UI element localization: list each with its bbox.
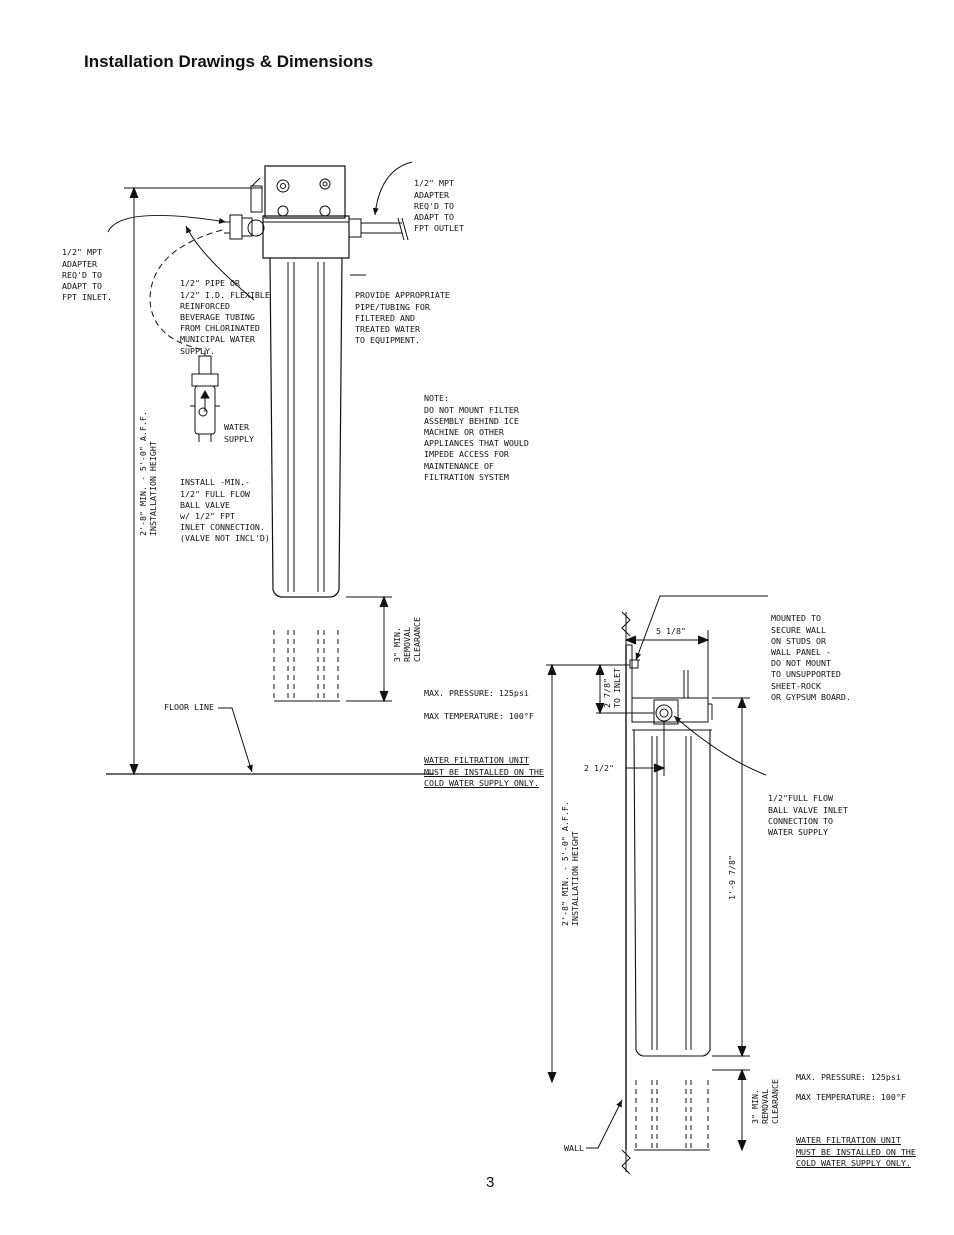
max-pressure-label: MAX. PRESSURE: 125psi	[424, 688, 529, 698]
floor-line-label: FLOOR LINE	[164, 702, 214, 712]
page-title: Installation Drawings & Dimensions	[84, 52, 374, 71]
wall-label: WALL	[564, 1143, 584, 1153]
dimension-2-1-2: 2 1/2"	[584, 763, 614, 773]
max-pressure-label-2: MAX. PRESSURE: 125psi	[796, 1072, 901, 1082]
dimension-1-9-7-8: 1'-9 7/8"	[727, 855, 737, 900]
drawing-2-side-view	[546, 596, 768, 1174]
installation-height-label: 2'-8" MIN. - 5'-0" A.F.F.INSTALLATION HE…	[138, 411, 158, 536]
page-number: 3	[486, 1174, 495, 1191]
max-temperature-label: MAX TEMPERATURE: 100°F	[424, 711, 534, 721]
dimension-5-1-8: 5 1/8"	[656, 626, 686, 636]
max-temperature-label-2: MAX TEMPERATURE: 100°F	[796, 1092, 906, 1102]
installation-height-label-2: 2'-8" MIN. - 5'-0" A.F.F.INSTALLATION HE…	[560, 801, 580, 926]
drawing-1-front-view	[106, 162, 434, 774]
dimension-to-inlet: 2 7/8"TO INLET	[602, 668, 622, 708]
